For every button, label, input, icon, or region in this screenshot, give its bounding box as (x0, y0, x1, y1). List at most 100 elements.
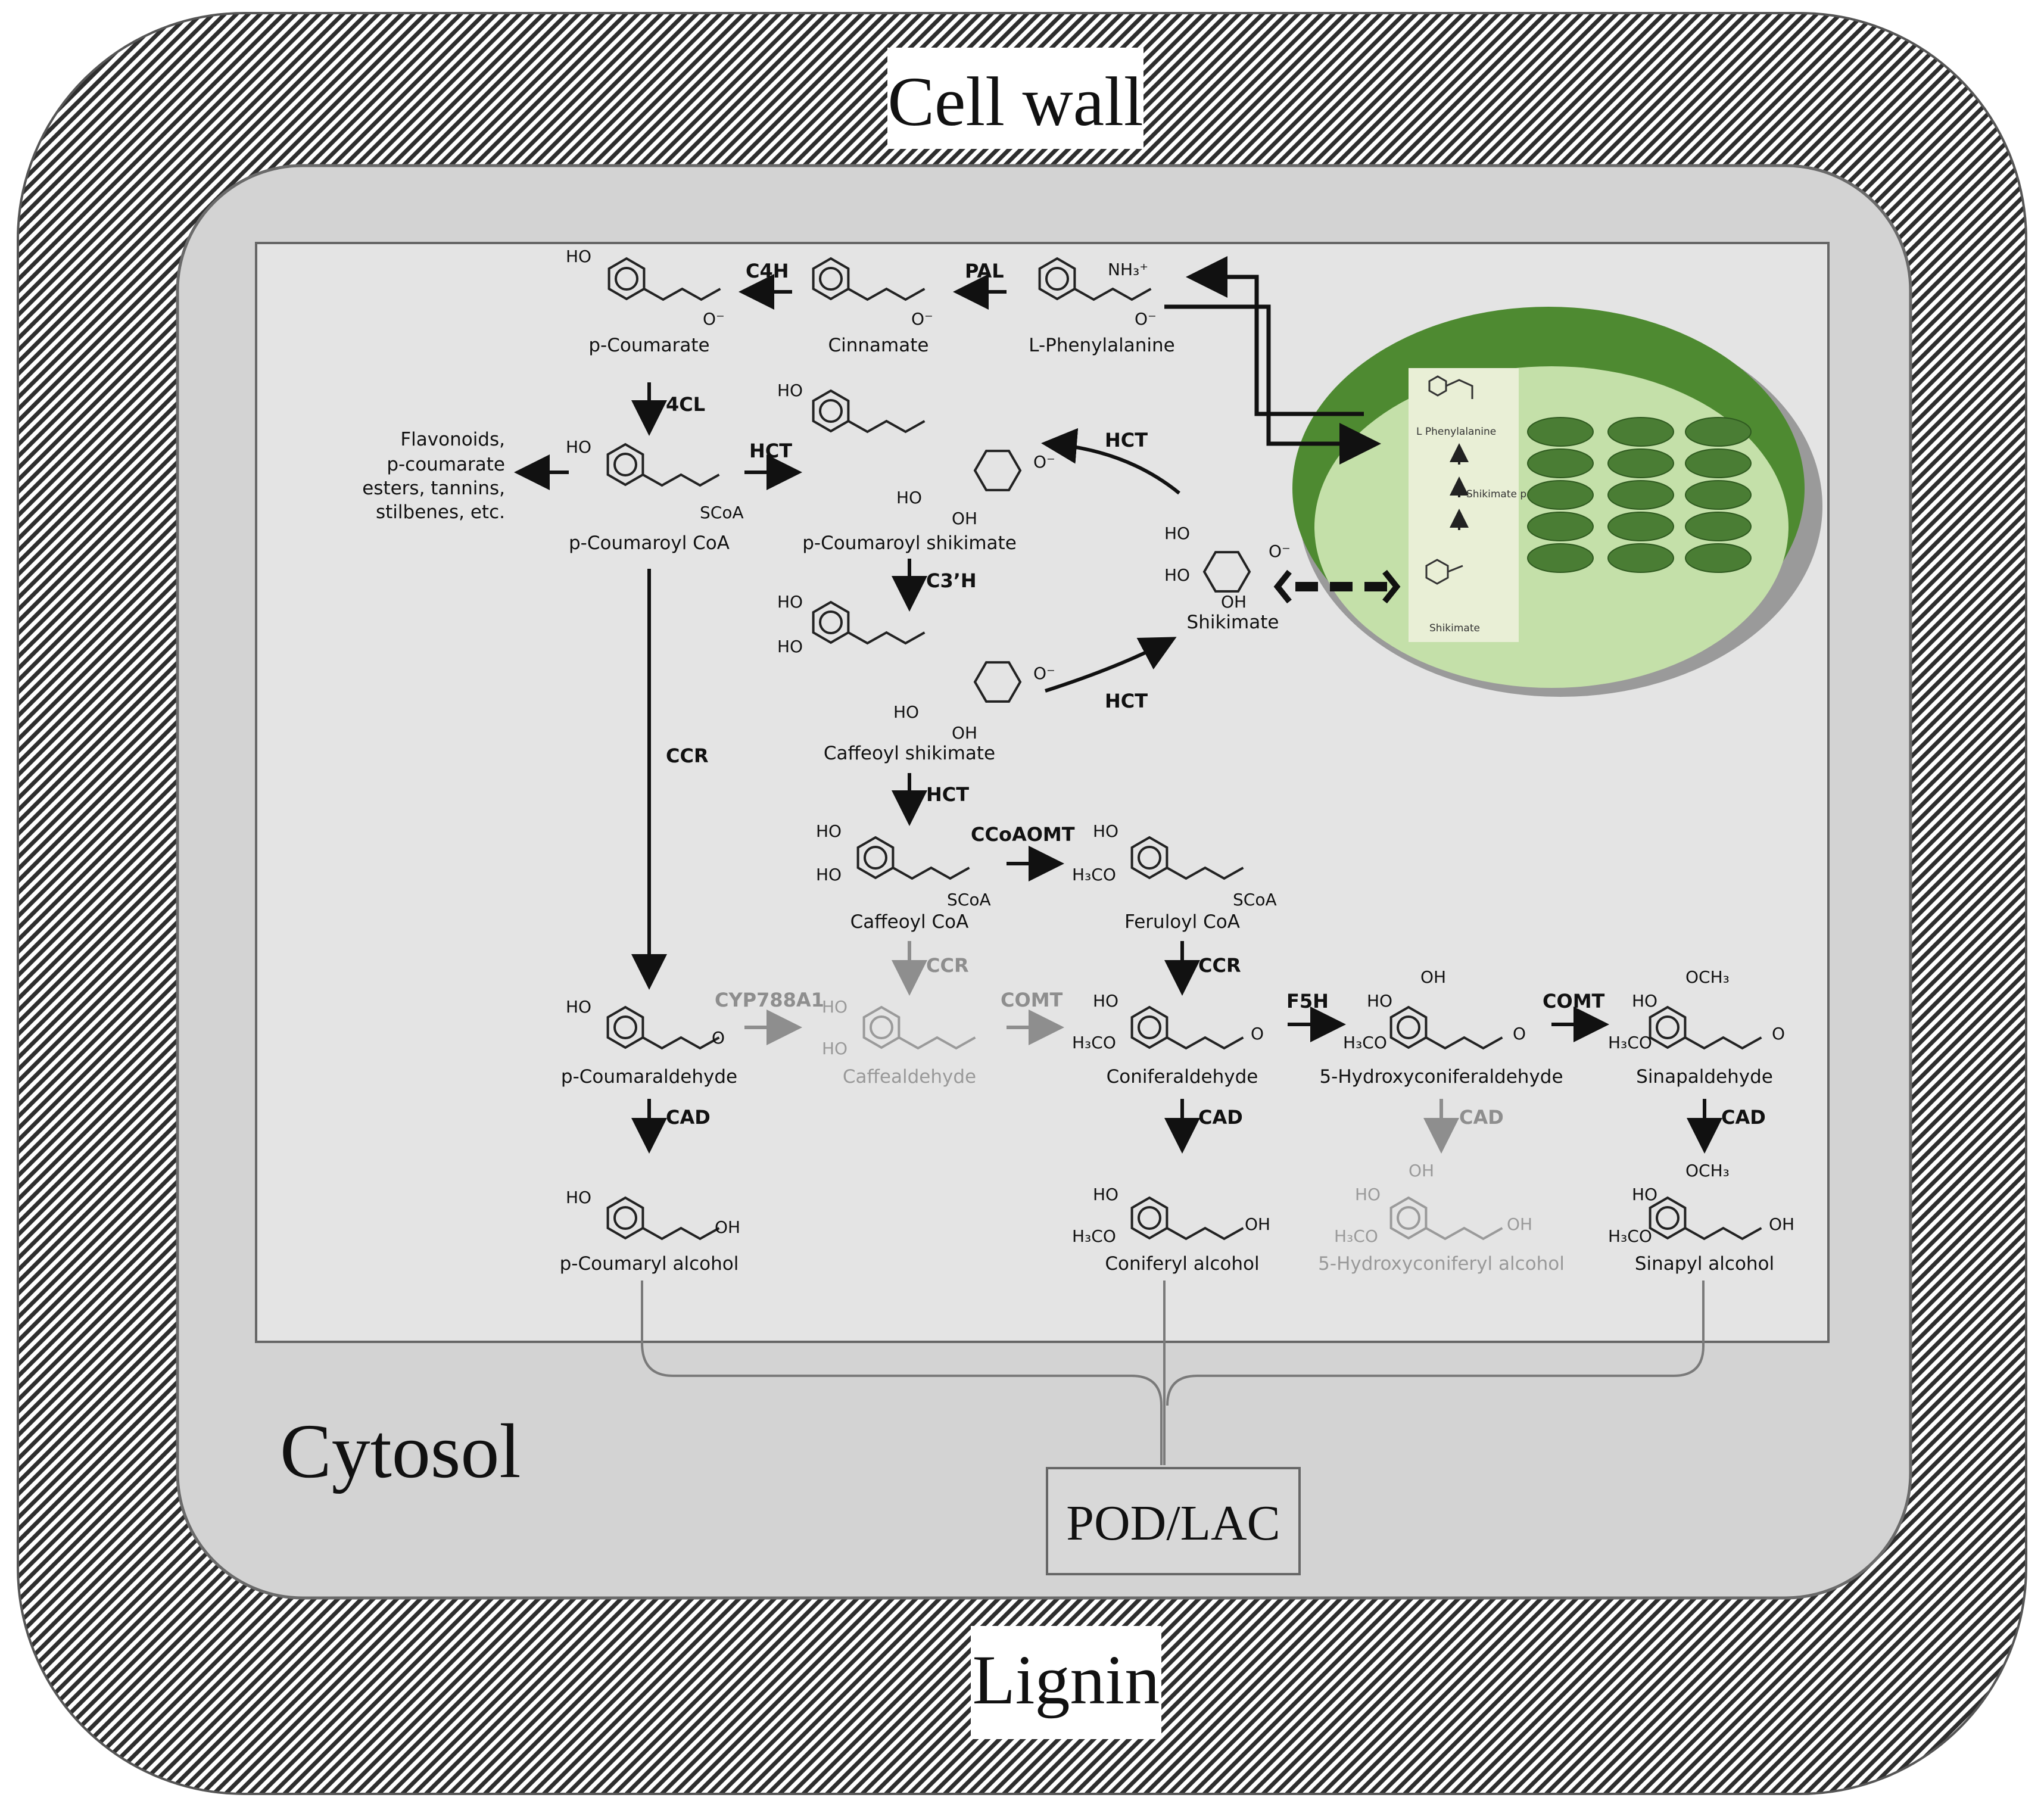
group-label-oh: OH (952, 509, 977, 528)
enzyme-ccoaomt: CCoAOMT (971, 823, 1075, 846)
lignin-label: Lignin (973, 1641, 1160, 1719)
group-label-h3co: H₃CO (1072, 1226, 1116, 1246)
thylakoid-disc (1607, 448, 1674, 478)
phe-export-arrow (1186, 256, 1364, 416)
group-label-ho: HO (1164, 524, 1190, 543)
thylakoid-disc (1607, 417, 1674, 447)
group-label-scoa: SCoA (1233, 890, 1277, 909)
compound-p-coumaroyl-shikimate: p-Coumaroyl shikimate (802, 532, 1017, 554)
molecule-ring (1130, 836, 1244, 880)
enzyme-cyp: CYP788A1 (715, 989, 824, 1011)
thylakoid-stacks (1527, 417, 1752, 573)
group-label-ho: HO (1355, 1185, 1381, 1204)
group-label-oh: OH (1507, 1214, 1532, 1234)
compound-p-coumaryl-alcohol: p-Coumaryl alcohol (560, 1253, 739, 1275)
plastid-shikimate-label: Shikimate (1429, 622, 1480, 634)
group-label-ho: HO (777, 637, 803, 656)
thylakoid-disc (1527, 448, 1594, 478)
shikimate-ring (973, 661, 1022, 703)
arrow-hct-3 (1045, 637, 1177, 693)
substituent-labels: HOO⁻O⁻NH₃⁺O⁻HOSCoAHOO⁻HOOHHOHOOHO⁻HOHOO⁻… (566, 247, 1794, 1246)
enzyme-ccr-2: CCR (926, 954, 969, 977)
pod-lac-label: POD/LAC (1066, 1496, 1280, 1551)
shuttle-left-head (1273, 569, 1292, 604)
thylakoid-disc (1527, 543, 1594, 573)
group-label-o: O (1513, 1024, 1526, 1043)
side-products-line-2: p-coumarate (387, 454, 505, 475)
group-label-o-minus: O⁻ (1033, 663, 1055, 683)
molecule-ring (1038, 257, 1152, 301)
group-label-ho: HO (893, 702, 919, 722)
compound-caffealdehyde: Caffealdehyde (843, 1066, 976, 1088)
group-label-ho: HO (1632, 1185, 1657, 1204)
enzyme-c3h: C3’H (926, 569, 977, 592)
compound-shikimate: Shikimate (1187, 612, 1279, 633)
pod-lac-box (1046, 1467, 1301, 1575)
group-label-h3co: H₃CO (1072, 865, 1116, 884)
group-label-o: O (1772, 1024, 1785, 1043)
side-products-line-4: stilbenes, etc. (376, 501, 505, 523)
group-label-ho: HO (1093, 1185, 1118, 1204)
group-label-ho: HO (896, 488, 922, 507)
group-label-ho: HO (816, 865, 842, 884)
group-label-o: O (1251, 1024, 1264, 1043)
group-label-o-minus: O⁻ (1135, 309, 1157, 329)
group-label-ho: HO (1367, 991, 1392, 1011)
compound-p-coumaroyl-coa: p-Coumaroyl CoA (569, 532, 730, 554)
thylakoid-disc (1685, 480, 1752, 510)
enzyme-f5h: F5H (1286, 990, 1329, 1012)
thylakoid-disc (1685, 417, 1752, 447)
compound-sinapyl-alcohol: Sinapyl alcohol (1635, 1253, 1774, 1275)
group-label-o-minus: O⁻ (1269, 541, 1291, 561)
shuttle-right-head (1382, 569, 1401, 604)
group-label-ho: HO (1093, 821, 1118, 841)
group-label-h3co: H₃CO (1608, 1226, 1652, 1246)
thylakoid-disc (1607, 480, 1674, 510)
side-products-label: Flavonoids, p-coumarate esters, tannins,… (362, 429, 505, 523)
plastid-pathway-box (1409, 368, 1519, 642)
group-label-ho: HO (822, 997, 847, 1017)
compound-l-phenylalanine: L-Phenylalanine (1029, 335, 1175, 356)
phe-import-line (1164, 304, 1381, 465)
thylakoid-disc (1527, 480, 1594, 510)
enzyme-comt-1: COMT (1001, 989, 1063, 1011)
group-label-oh: OH (715, 1217, 740, 1237)
group-label-och3: OCH₃ (1685, 1161, 1730, 1180)
group-label-ho: HO (566, 1188, 591, 1207)
group-label-nh3: NH₃⁺ (1108, 260, 1148, 279)
molecule-structures (606, 257, 1762, 1241)
group-label-o: O (712, 1028, 725, 1048)
enzyme-ccr-3: CCR (1198, 954, 1241, 977)
compound-p-coumarate: p-Coumarate (588, 335, 709, 356)
enzyme-hct-3: HCT (1105, 690, 1148, 712)
enzyme-hct-1: HCT (749, 440, 792, 462)
enzyme-cad-3: CAD (1459, 1106, 1504, 1129)
group-label-ho: HO (777, 381, 803, 400)
group-label-oh: OH (1409, 1161, 1434, 1180)
plastid-phe-label: L Phenylalanine (1416, 426, 1496, 438)
group-label-oh: OH (1221, 592, 1247, 612)
compound-p-coumaraldehyde: p-Coumaraldehyde (561, 1066, 737, 1088)
molecule-ring (812, 389, 926, 434)
compound-cinnamate: Cinnamate (828, 335, 929, 356)
plastid: L Phenylalanine Shikimate pathway Shikim… (1292, 307, 1822, 697)
thylakoid-disc (1607, 512, 1674, 541)
compound-5-hydroxyconiferaldehyde: 5-Hydroxyconiferaldehyde (1319, 1066, 1563, 1088)
enzyme-pal: PAL (965, 260, 1004, 282)
molecule-ring (812, 257, 926, 301)
cell-wall-label-bg (887, 48, 1143, 149)
lignin-bracket (641, 1281, 1705, 1465)
cytosol-label: Cytosol (280, 1409, 521, 1494)
group-label-ho: HO (1632, 991, 1657, 1011)
group-label-och3: OCH₃ (1685, 967, 1730, 987)
group-label-ho: HO (777, 592, 803, 612)
group-label-h3co: H₃CO (1072, 1033, 1116, 1052)
thylakoid-disc (1685, 512, 1752, 541)
molecule-ring (1649, 1005, 1762, 1050)
enzyme-4cl: 4CL (666, 393, 705, 416)
cell-wall-label: Cell wall (887, 63, 1143, 141)
shikimate-ring (1202, 551, 1251, 593)
enzyme-hct-2: HCT (1105, 429, 1148, 451)
